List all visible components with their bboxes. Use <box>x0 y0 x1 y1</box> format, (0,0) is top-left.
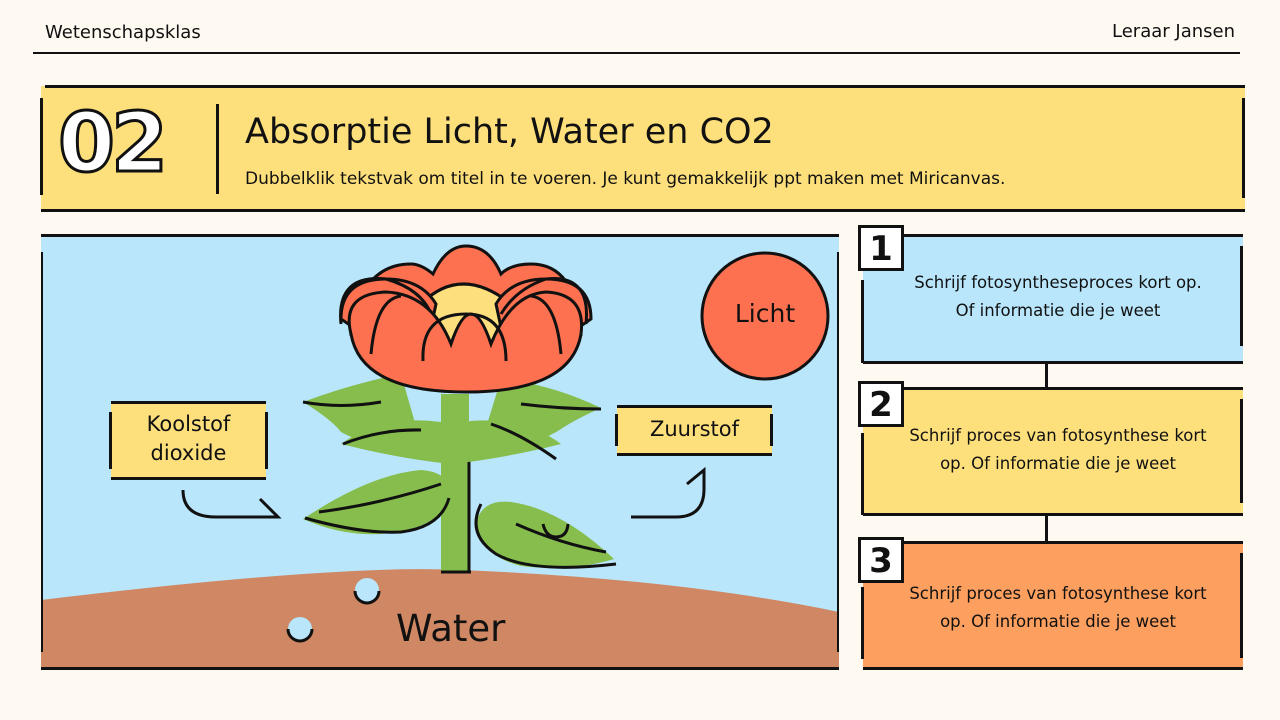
title-band-left-border <box>40 98 43 195</box>
co2-label-bg <box>111 404 266 477</box>
step-3-number: 3 <box>858 537 904 583</box>
step-3-box[interactable]: Schrijf proces van fotosynthese kort op.… <box>861 541 1243 670</box>
connector-2-3 <box>1045 516 1048 562</box>
step-1-box[interactable]: Schrijf fotosyntheseproces kort op. Of i… <box>861 234 1243 364</box>
section-number: 02 <box>56 95 169 193</box>
light-label: Licht <box>734 299 796 328</box>
step-3-line2: op. Of informatie die je weet <box>940 612 1176 631</box>
photosynthesis-illustration: Koolstof dioxide Zuurstof Licht Water <box>40 234 840 670</box>
class-name: Wetenschapsklas <box>45 22 201 43</box>
page-title[interactable]: Absorptie Licht, Water en CO2 <box>245 112 774 152</box>
leaf-right <box>474 501 617 569</box>
step-3-line1: Schrijf proces van fotosynthese kort <box>909 584 1207 603</box>
oxygen-label: Zuurstof <box>649 417 740 441</box>
step-2-box[interactable]: Schrijf proces van fotosynthese kort op.… <box>861 387 1243 516</box>
step-3-text: Schrijf proces van fotosynthese kort op.… <box>863 580 1253 636</box>
connector-1-2 <box>1045 364 1048 406</box>
teacher-name: Leraar Jansen <box>1112 21 1235 42</box>
leaf-left <box>303 470 451 535</box>
title-band-bottom-border <box>41 209 1245 212</box>
title-band-top-border <box>45 85 1245 88</box>
step-1-number: 1 <box>858 225 904 271</box>
step-2-number: 2 <box>858 381 904 427</box>
title-band-right-border <box>1242 98 1245 198</box>
step-1-text: Schrijf fotosyntheseproces kort op. Of i… <box>863 269 1253 325</box>
step-2-text: Schrijf proces van fotosynthese kort op.… <box>863 422 1253 478</box>
step-2-line2: op. Of informatie die je weet <box>940 454 1176 473</box>
plant-scene-svg <box>40 234 840 670</box>
oxygen-arrow <box>631 466 706 519</box>
soil <box>41 569 839 670</box>
water-drops <box>286 578 381 643</box>
title-band <box>41 86 1245 212</box>
title-divider <box>216 104 219 194</box>
co2-label-line1: Koolstof <box>146 412 231 436</box>
water-label: Water <box>396 607 506 650</box>
sun <box>700 251 830 381</box>
oxygen-label-bg <box>617 407 772 454</box>
page-subtitle[interactable]: Dubbelklik tekstvak om titel in te voere… <box>245 169 1006 189</box>
step-1-line1: Schrijf fotosyntheseproces kort op. <box>914 273 1202 292</box>
co2-label: Koolstof dioxide <box>111 410 266 468</box>
co2-label-line2: dioxide <box>150 441 227 465</box>
step-2-line1: Schrijf proces van fotosynthese kort <box>909 426 1207 445</box>
flower <box>339 244 593 394</box>
header-divider <box>33 52 1240 54</box>
co2-arrow <box>181 489 282 519</box>
top-leaves <box>302 374 602 464</box>
step-1-line2: Of informatie die je weet <box>955 301 1161 320</box>
